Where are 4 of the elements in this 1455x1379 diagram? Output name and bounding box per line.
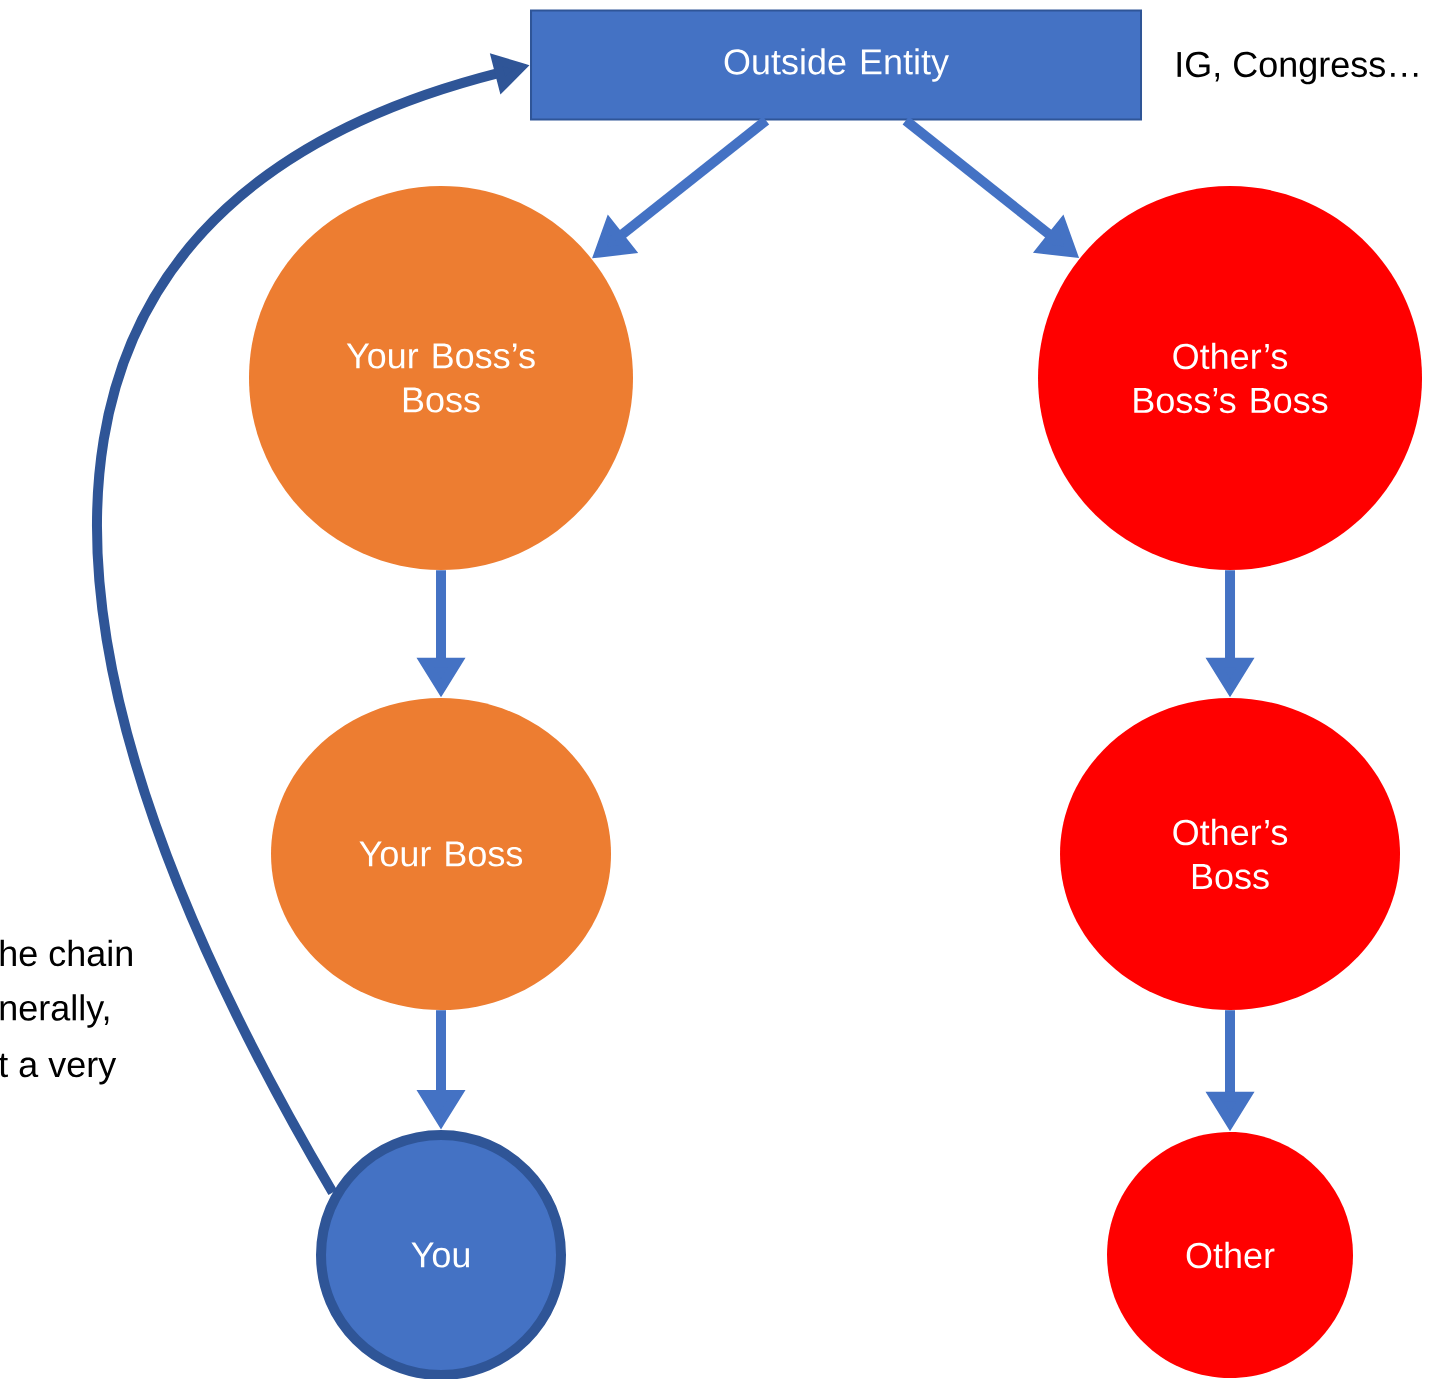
note-text: nerally, <box>0 994 109 1028</box>
note-text: he chain <box>0 939 132 967</box>
entity-box: Outside Entity <box>530 9 1142 121</box>
note-text: IG, Congress… <box>1177 51 1418 85</box>
